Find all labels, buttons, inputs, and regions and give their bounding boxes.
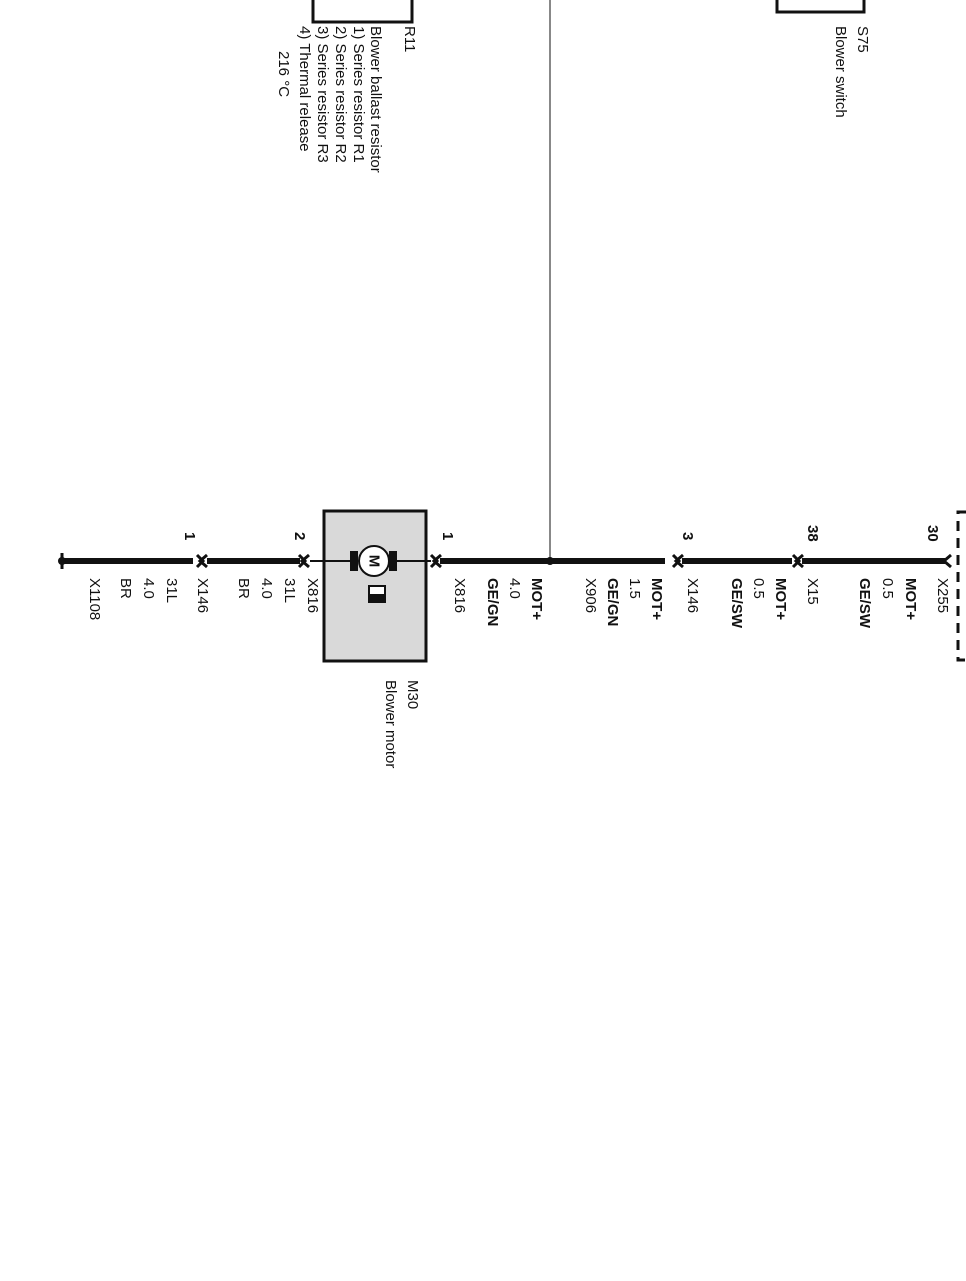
r11-line-4: 4) Thermal release xyxy=(296,26,313,152)
svg-text:X816: X816 xyxy=(451,578,468,613)
label-x255: X255 xyxy=(934,578,951,613)
svg-text:4.0: 4.0 xyxy=(506,578,523,599)
label-x146b: X146 xyxy=(194,578,211,613)
label-x146a: X146 xyxy=(684,578,701,613)
svg-text:X146: X146 xyxy=(684,578,701,613)
motor-brush-right xyxy=(389,551,397,571)
s75-label-group: S75 xyxy=(854,26,871,53)
r11-line-2: 2) Series resistor R2 xyxy=(332,26,349,163)
label-x146a-size: 0.5 xyxy=(750,578,767,599)
s75-title: Blower switch xyxy=(832,26,849,118)
label-x816a: X816 xyxy=(451,578,468,613)
connector-x146b xyxy=(195,553,208,569)
wire-labels: X255 MOT+ 0.5 GE/SW X15 X146 MOT+ 0.5 GE… xyxy=(86,578,951,629)
svg-text:GE/SW: GE/SW xyxy=(728,578,745,629)
svg-text:X816: X816 xyxy=(304,578,321,613)
label-x816a-color: GE/GN xyxy=(484,578,501,626)
svg-text:BR: BR xyxy=(235,578,252,599)
motor-brush-left xyxy=(350,551,358,571)
svg-text:0.5: 0.5 xyxy=(750,578,767,599)
s75-description: Blower switch xyxy=(832,26,849,118)
pin-x816a: 1 xyxy=(439,532,456,540)
r11-id: R11 xyxy=(401,26,418,52)
m30-description: Blower motor xyxy=(382,680,399,768)
s75-id: S75 xyxy=(854,26,871,53)
connector-x15 xyxy=(791,553,804,569)
svg-text:X1108: X1108 xyxy=(86,578,103,620)
svg-text:GE/GN: GE/GN xyxy=(484,578,501,626)
pin-x255: 30 xyxy=(924,525,941,542)
pin-x816b: 2 xyxy=(291,532,308,540)
m30-label-group: M30 xyxy=(404,680,421,709)
r11-description: Blower ballast resistor 1) Series resist… xyxy=(275,26,384,173)
connector-x255 xyxy=(941,553,952,569)
s75-component-box xyxy=(775,0,866,14)
m30-id: M30 xyxy=(404,680,421,709)
svg-text:MOT+: MOT+ xyxy=(528,578,545,620)
label-x146b-size: 4.0 xyxy=(140,578,157,599)
svg-text:MOT+: MOT+ xyxy=(902,578,919,620)
label-x816b-size: 4.0 xyxy=(258,578,275,599)
pin-numbers: 30 38 3 1 2 1 xyxy=(181,525,941,542)
label-x146a-mot: MOT+ xyxy=(772,578,789,620)
label-x816a-size: 4.0 xyxy=(506,578,523,599)
label-x146b-color: BR xyxy=(117,578,134,599)
svg-text:0.5: 0.5 xyxy=(879,578,896,599)
m30-title: Blower motor xyxy=(382,680,399,768)
label-x146a-color: GE/SW xyxy=(728,578,745,629)
label-x255-size: 0.5 xyxy=(879,578,896,599)
svg-text:X906: X906 xyxy=(582,578,599,613)
label-x816b-31l: 31L xyxy=(281,578,298,603)
pin-x146b: 1 xyxy=(181,532,198,540)
svg-text:MOT+: MOT+ xyxy=(648,578,665,620)
connector-marks xyxy=(195,553,952,569)
label-x146b-31l: 31L xyxy=(163,578,180,603)
label-x906-mot: MOT+ xyxy=(648,578,665,620)
svg-text:31L: 31L xyxy=(163,578,180,603)
r11-line-5: 216 °C xyxy=(275,51,292,97)
svg-text:GE/SW: GE/SW xyxy=(856,578,873,629)
m30-component: M xyxy=(310,509,431,663)
connector-x816a xyxy=(429,553,442,569)
svg-text:1.5: 1.5 xyxy=(626,578,643,599)
svg-text:X255: X255 xyxy=(934,578,951,613)
label-x255-mot: MOT+ xyxy=(902,578,919,620)
label-x816b-color: BR xyxy=(235,578,252,599)
svg-text:MOT+: MOT+ xyxy=(772,578,789,620)
svg-text:X15: X15 xyxy=(804,578,821,605)
label-x255-color: GE/SW xyxy=(856,578,873,629)
label-x15: X15 xyxy=(804,578,821,605)
r11-title: Blower ballast resistor xyxy=(367,26,384,173)
label-x816a-mot: MOT+ xyxy=(528,578,545,620)
r11-line-3: 3) Series resistor R3 xyxy=(314,26,331,163)
label-x816b: X816 xyxy=(304,578,321,613)
dashed-boundary xyxy=(956,510,966,662)
label-x906: X906 xyxy=(582,578,599,613)
pin-x15: 38 xyxy=(804,525,821,542)
svg-text:X146: X146 xyxy=(194,578,211,613)
connector-x146a xyxy=(671,553,684,569)
r11-line-1: 1) Series resistor R1 xyxy=(350,26,367,163)
r11-label-group: R11 xyxy=(401,26,418,52)
label-x906-color: GE/GN xyxy=(604,578,621,626)
label-x906-size: 1.5 xyxy=(626,578,643,599)
svg-text:4.0: 4.0 xyxy=(258,578,275,599)
pin-x146a: 3 xyxy=(679,532,696,540)
svg-text:GE/GN: GE/GN xyxy=(604,578,621,626)
svg-text:4.0: 4.0 xyxy=(140,578,157,599)
motor-icon xyxy=(358,545,390,577)
motor-symbol: M xyxy=(366,555,383,568)
r11-component-box xyxy=(311,0,414,24)
label-x1108: X1108 xyxy=(86,578,103,620)
connector-x816b xyxy=(297,553,310,569)
svg-text:31L: 31L xyxy=(281,578,298,603)
svg-text:BR: BR xyxy=(117,578,134,599)
ground-symbol xyxy=(58,553,66,569)
